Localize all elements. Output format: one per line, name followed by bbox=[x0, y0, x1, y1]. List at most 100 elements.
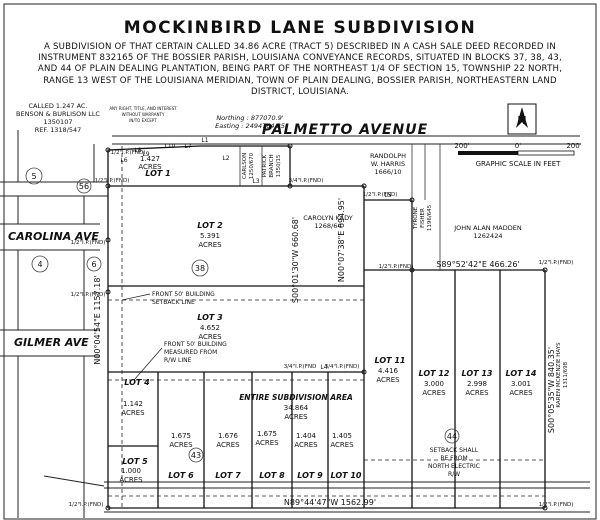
lot-2-unit: ACRES bbox=[198, 241, 222, 249]
bearing-mid-east: N00°07'38"E 694.95' bbox=[337, 198, 346, 282]
lot-6-acres: 1.675 bbox=[171, 432, 191, 440]
tyrone-line-2: FISHER bbox=[420, 208, 426, 228]
line-label-l2: L2 bbox=[222, 155, 229, 162]
randolph-line-2: W. HARRIS bbox=[371, 160, 405, 168]
patrick-line-3: 1350/15 bbox=[276, 154, 282, 177]
pin-label-7: 3/4"I.P.(FND) bbox=[325, 364, 360, 370]
randolph-line-1: RANDOLPH bbox=[370, 152, 406, 160]
line-label-l5: L5 bbox=[384, 192, 391, 199]
northing-text: Northing : 877070.9' bbox=[216, 114, 284, 122]
benson-line-4: REF. 1318/547 bbox=[35, 126, 82, 134]
street-gilmer: GILMER AVE bbox=[14, 336, 89, 349]
block-4: 4 bbox=[37, 260, 42, 269]
entire-area-acres: 34.864 bbox=[284, 404, 309, 412]
measured-note-3: R/W LINE bbox=[164, 357, 192, 364]
electric-note-3: NORTH ELECTRIC bbox=[428, 463, 480, 470]
line-label-l1: L1 bbox=[201, 137, 208, 144]
setback-note-1: FRONT 50' BUILDING bbox=[152, 291, 215, 298]
bearing-east: S00°05'35"W 840.35' bbox=[547, 347, 556, 433]
pin-label-11: 1/2"I.P.(FND) bbox=[71, 240, 106, 246]
benson-line-3: 1350107 bbox=[44, 118, 73, 126]
fine-print-2: WITHOUT WARRANTY bbox=[122, 112, 165, 117]
tyrone-line-3: 1196/645 bbox=[427, 204, 433, 231]
patrick-line-1: PATRICK bbox=[262, 154, 268, 177]
block-numbers: 5 56 4 6 38 43 44 bbox=[25, 167, 460, 463]
block-5: 5 bbox=[31, 172, 36, 181]
lot-8-name: LOT 8 bbox=[259, 471, 285, 480]
lot-5-acres: 1.000 bbox=[121, 467, 141, 475]
street-carolina: CAROLINA AVE bbox=[8, 230, 99, 243]
line-label-l8: L8 bbox=[134, 147, 141, 154]
pin-label-6: 1/2"I.P.(FND) bbox=[539, 260, 574, 266]
pin-markers bbox=[105, 143, 548, 511]
randolph-line-3: 1666/10 bbox=[374, 168, 401, 176]
lot-10-name: LOT 10 bbox=[331, 471, 362, 480]
lot-4-unit: ACRES bbox=[121, 409, 145, 417]
bearing-bottom: N89°44'47"W 1562.99' bbox=[284, 498, 376, 507]
pin-label-12: 1/2"I.P.(FND) bbox=[71, 292, 106, 298]
bearing-labels: S89°52'42"E 466.26' N89°44'47"W 1562.99'… bbox=[93, 198, 556, 507]
patrick-line-2: BRANCH bbox=[269, 154, 275, 177]
line-labels: L1 L2 L3 L4 L5 L6 L7 L8 L9 L10 bbox=[120, 137, 391, 371]
line-label-l4: L4 bbox=[320, 364, 327, 371]
lot-8-acres: 1.675 bbox=[257, 430, 277, 438]
madden-line-1: JOHN ALAN MADDEN bbox=[453, 224, 522, 232]
lot-7-name: LOT 7 bbox=[215, 471, 241, 480]
lot-12-name: LOT 12 bbox=[419, 369, 450, 378]
setback-lines bbox=[108, 146, 545, 508]
vertical-owner-labels: CARLSON 1250/670 PATRICK BRANCH 1350/15 … bbox=[242, 152, 569, 407]
lot-11-name: LOT 11 bbox=[375, 356, 406, 365]
lot-14-name: LOT 14 bbox=[506, 369, 537, 378]
electric-note-4: R/W bbox=[448, 471, 460, 478]
pin-labels: 1/2"I.P.(FND) 1/2"I.P.(FND) 3/4"I.P.(FND… bbox=[69, 150, 574, 508]
lot-4-name: LOT 4 bbox=[124, 378, 150, 387]
lot-5-unit: ACRES bbox=[119, 476, 143, 484]
scale-tick-left: 200' bbox=[454, 142, 469, 150]
tyrone-line-1: TYRONE bbox=[413, 206, 419, 230]
lot-13-acres: 2.998 bbox=[467, 380, 487, 388]
lot-13-name: LOT 13 bbox=[462, 369, 493, 378]
lot-labels: LOT 1 1.427 ACRES LOT 2 5.391 ACRES LOT … bbox=[119, 155, 537, 484]
line-label-l6: L6 bbox=[120, 157, 127, 164]
pin-label-1: 1/2"I.P.(FND) bbox=[111, 150, 146, 156]
lot-3-name: LOT 3 bbox=[197, 313, 223, 322]
scale-tick-zero: 0' bbox=[515, 142, 521, 150]
graphic-scale bbox=[458, 150, 575, 156]
lot-11-acres: 4.416 bbox=[378, 367, 399, 375]
pin-label-5: 1/2"I.P.(FND) bbox=[379, 264, 414, 270]
pin-label-3: 3/4"I.P.(FND) bbox=[289, 178, 324, 184]
lot-3-unit: ACRES bbox=[198, 333, 222, 341]
lot-9-unit: ACRES bbox=[294, 441, 318, 449]
lot-10-unit: ACRES bbox=[330, 441, 354, 449]
lot-1-unit: ACRES bbox=[138, 163, 162, 171]
block-6: 6 bbox=[91, 260, 96, 269]
block-44: 44 bbox=[447, 432, 457, 441]
carlson-line-1: CARLSON bbox=[242, 153, 248, 179]
fine-print-1: ANY RIGHT, TITLE, AND INTEREST bbox=[109, 106, 177, 111]
measured-note-1: FRONT 50' BUILDING bbox=[164, 341, 227, 348]
carlson-line-2: 1250/670 bbox=[249, 152, 255, 179]
lot-2-acres: 5.391 bbox=[200, 232, 220, 240]
neighbor-lines bbox=[239, 144, 441, 270]
block-38: 38 bbox=[195, 264, 205, 273]
pin-label-2: 1/2"I.P.(FND) bbox=[95, 178, 130, 184]
bearing-west: N00°04'54"E 1157.18' bbox=[93, 275, 102, 364]
benson-line-2: BENSON & BURLISON LLC bbox=[16, 110, 100, 118]
lot-lines bbox=[107, 145, 546, 509]
lot-2-name: LOT 2 bbox=[197, 221, 223, 230]
road-lines bbox=[0, 130, 590, 518]
entire-area-unit: ACRES bbox=[284, 413, 308, 421]
lot-6-name: LOT 6 bbox=[168, 471, 194, 480]
kady-line-1: CAROLYN KADY bbox=[303, 214, 353, 222]
setback-notes: FRONT 50' BUILDING SETBACK LINE FRONT 50… bbox=[152, 291, 480, 478]
lot-6-unit: ACRES bbox=[169, 441, 193, 449]
easting-text: Easting : 2494764.85 bbox=[215, 122, 285, 130]
lot-13-unit: ACRES bbox=[465, 389, 489, 397]
karen-line-2: 1311/698 bbox=[563, 361, 569, 388]
page-border bbox=[3, 3, 597, 520]
scale-tick-right: 200' bbox=[566, 142, 581, 150]
bearing-mid-west: S00°01'30"W 660.68' bbox=[291, 217, 300, 303]
plat-description: A SUBDIVISION OF THAT CERTAIN CALLED 34.… bbox=[37, 42, 563, 97]
lot-10-acres: 1.405 bbox=[332, 432, 352, 440]
scale-caption: GRAPHIC SCALE IN FEET bbox=[476, 160, 562, 168]
